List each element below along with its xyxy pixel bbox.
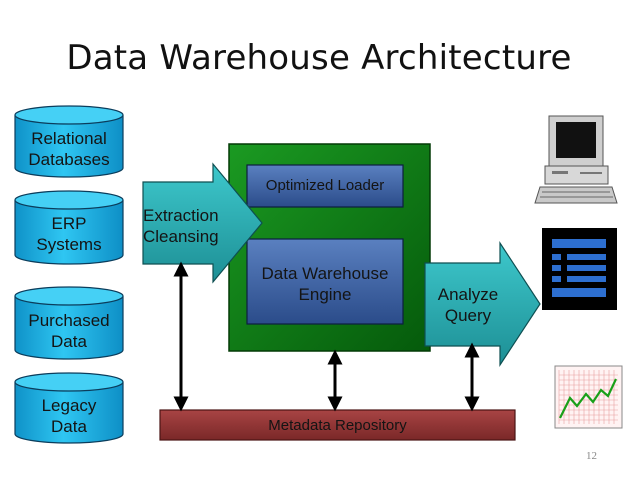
extraction-label-line2: Cleansing [143, 227, 219, 246]
metadata-repository-label: Metadata Repository [268, 417, 407, 434]
source-label-line2: Data [51, 332, 87, 351]
extraction-arrow [142, 162, 263, 284]
source-label-purchased: Purchased Data [15, 310, 123, 352]
warehouse-engine-box [246, 238, 404, 325]
warehouse-engine-label: Data Warehouse Engine [247, 263, 403, 305]
analyze-label-line2: Query [444, 306, 492, 325]
slide-title: Data Warehouse Architecture [66, 38, 572, 78]
source-label-erp: ERP Systems [15, 213, 123, 255]
optimized-loader-label: Optimized Loader [265, 177, 385, 194]
optimized-loader-box [246, 164, 404, 208]
source-erp-systems [14, 190, 124, 265]
source-label-line2: Databases [28, 150, 110, 169]
warehouse-engine-line2: Engine [298, 285, 352, 304]
analyze-label-line1: Analyze [437, 285, 499, 304]
source-label-line1: ERP [51, 214, 87, 233]
line-chart-icon [554, 365, 623, 429]
desktop-computer-icon [534, 115, 618, 204]
source-label-line1: Legacy [41, 396, 97, 415]
source-label-relational: Relational Databases [15, 128, 123, 170]
source-relational-databases [14, 105, 124, 178]
metadata-repository-bar [159, 409, 516, 441]
extraction-label: Extraction Cleansing [143, 205, 231, 247]
warehouse-engine-line1: Data Warehouse [261, 264, 389, 283]
page-number: 12 [586, 450, 597, 462]
source-label-line2: Data [51, 417, 87, 436]
report-document-icon [542, 228, 617, 310]
analyze-arrow [424, 240, 541, 368]
analyze-label: Analyze Query [428, 284, 508, 326]
source-legacy-data [14, 372, 124, 444]
source-label-line1: Relational [31, 129, 107, 148]
source-label-line2: Systems [36, 235, 102, 254]
extraction-label-line1: Extraction [143, 206, 219, 225]
source-purchased-data [14, 286, 124, 360]
source-label-legacy: Legacy Data [15, 395, 123, 437]
source-label-line1: Purchased [28, 311, 110, 330]
